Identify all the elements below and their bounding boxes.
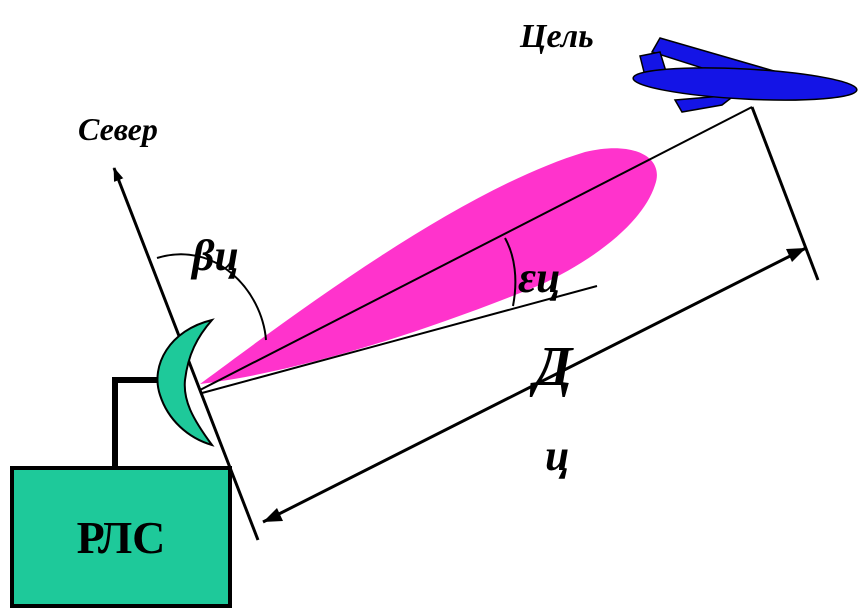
azimuth-label: βц [190,231,239,280]
beam-lower-edge [201,285,598,394]
north-label: Север [78,111,158,147]
target-label: Цель [519,18,594,55]
radar-box [10,466,232,608]
range-extension-line [750,106,820,281]
beam-lobe [200,148,657,384]
line-of-sight [199,106,753,391]
range-arrow-start [263,508,283,522]
elevation-label: εц [518,253,561,302]
radar-label: РЛС [77,512,166,563]
antenna-cable [112,377,158,468]
range-subscript-label: ц [545,431,569,480]
antenna-dish-icon [156,318,215,447]
azimuth-arc [156,253,267,341]
elevation-arc [504,237,517,307]
range-arrow-end [786,248,806,262]
range-letter-label: Д [529,336,574,398]
range-dimension-line [262,246,807,524]
aircraft-icon [632,37,858,113]
